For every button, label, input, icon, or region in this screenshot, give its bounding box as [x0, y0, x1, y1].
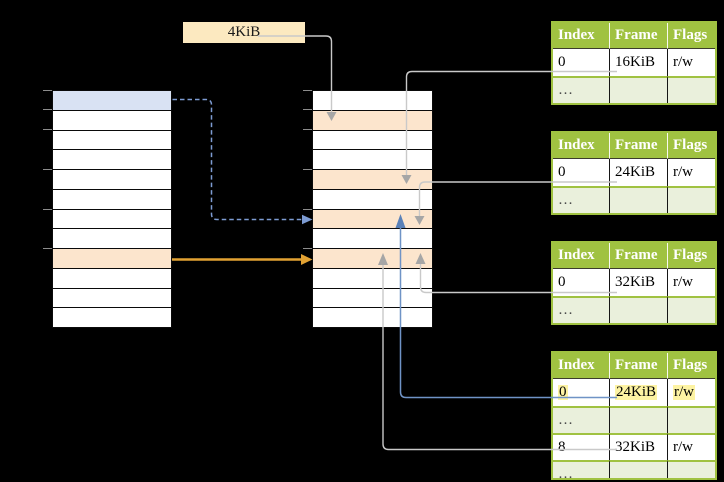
table-cell: r/w [668, 269, 715, 296]
column-header: Frame [610, 23, 668, 49]
table-row [313, 288, 432, 309]
table-cell: 32KiB [610, 433, 668, 460]
ellipsis-cell: … [553, 296, 610, 323]
tick-mark [43, 89, 52, 91]
tick-mark [303, 129, 312, 131]
tick-mark [303, 208, 312, 210]
tick-mark [43, 168, 52, 170]
tick-mark [43, 109, 52, 111]
table-cell: 16KiB [610, 49, 668, 76]
table-cell: 0 [553, 269, 610, 296]
table-row [313, 268, 432, 289]
table-row [313, 91, 432, 111]
tick-mark [303, 89, 312, 91]
table-row [53, 189, 171, 210]
page-size-label: 4KiB [183, 22, 305, 43]
table-cell: 24KiB [610, 379, 668, 406]
virtual-page-table [52, 90, 172, 328]
ellipsis-cell: … [553, 76, 610, 103]
orange-arrowhead [301, 254, 313, 265]
column-header: Frame [610, 353, 668, 379]
table-row [313, 229, 432, 249]
table-cell: 24KiB [610, 159, 668, 186]
table-row [53, 110, 171, 131]
tick-mark [303, 109, 312, 111]
frame-column-table [312, 90, 433, 328]
table-row [53, 288, 171, 309]
blue-dashed-connector-line [172, 98, 302, 221]
table-row [53, 308, 171, 327]
table-row [53, 130, 171, 151]
table-row [53, 229, 171, 249]
table-row [313, 249, 432, 269]
blue-dashed-arrowhead [302, 214, 313, 225]
tick-mark [303, 168, 312, 170]
ellipsis-cell [610, 460, 668, 478]
ellipsis-cell: … [553, 186, 610, 213]
column-header: Index [553, 133, 610, 159]
table-cell: 32KiB [610, 269, 668, 296]
table-cell: r/w [668, 379, 715, 406]
table-row [313, 189, 432, 210]
table-cell: 0 [553, 379, 610, 406]
tick-mark [43, 208, 52, 210]
column-header: Frame [610, 243, 668, 269]
table-cell: r/w [668, 433, 715, 460]
column-header: Frame [610, 133, 668, 159]
ellipsis-cell [668, 460, 715, 478]
ellipsis-cell [610, 406, 668, 433]
table-row [313, 150, 432, 170]
table-cell: r/w [668, 49, 715, 76]
highlighted-value: 0 [558, 384, 568, 400]
table-cell: r/w [668, 159, 715, 186]
ellipsis-cell [610, 186, 668, 213]
ellipsis-cell [610, 296, 668, 323]
ellipsis-cell: … [553, 460, 610, 478]
table-row [313, 110, 432, 131]
ellipsis-cell [668, 76, 715, 103]
table-row [313, 170, 432, 190]
column-header: Index [553, 353, 610, 379]
column-header: Flags [668, 243, 715, 269]
ellipsis-cell [668, 296, 715, 323]
table-row [53, 170, 171, 190]
table-row [53, 91, 171, 111]
ellipsis-cell [610, 76, 668, 103]
column-header: Index [553, 243, 610, 269]
table-row [313, 130, 432, 151]
table-row [313, 209, 432, 230]
ellipsis-cell [668, 186, 715, 213]
tick-mark [303, 248, 312, 250]
table-cell: 8 [553, 433, 610, 460]
column-header: Flags [668, 353, 715, 379]
table-cell: 0 [553, 159, 610, 186]
column-header: Flags [668, 23, 715, 49]
table-row [53, 268, 171, 289]
tick-mark [43, 248, 52, 250]
table-cell: 0 [553, 49, 610, 76]
highlighted-value: r/w [673, 384, 695, 400]
highlighted-value: 24KiB [615, 384, 658, 400]
table-row [53, 209, 171, 230]
table-row [53, 249, 171, 269]
ellipsis-cell [668, 406, 715, 433]
table-row [313, 308, 432, 327]
ellipsis-cell: … [553, 406, 610, 433]
column-header: Index [553, 23, 610, 49]
table-row [53, 150, 171, 170]
tick-mark [43, 129, 52, 131]
column-header: Flags [668, 133, 715, 159]
